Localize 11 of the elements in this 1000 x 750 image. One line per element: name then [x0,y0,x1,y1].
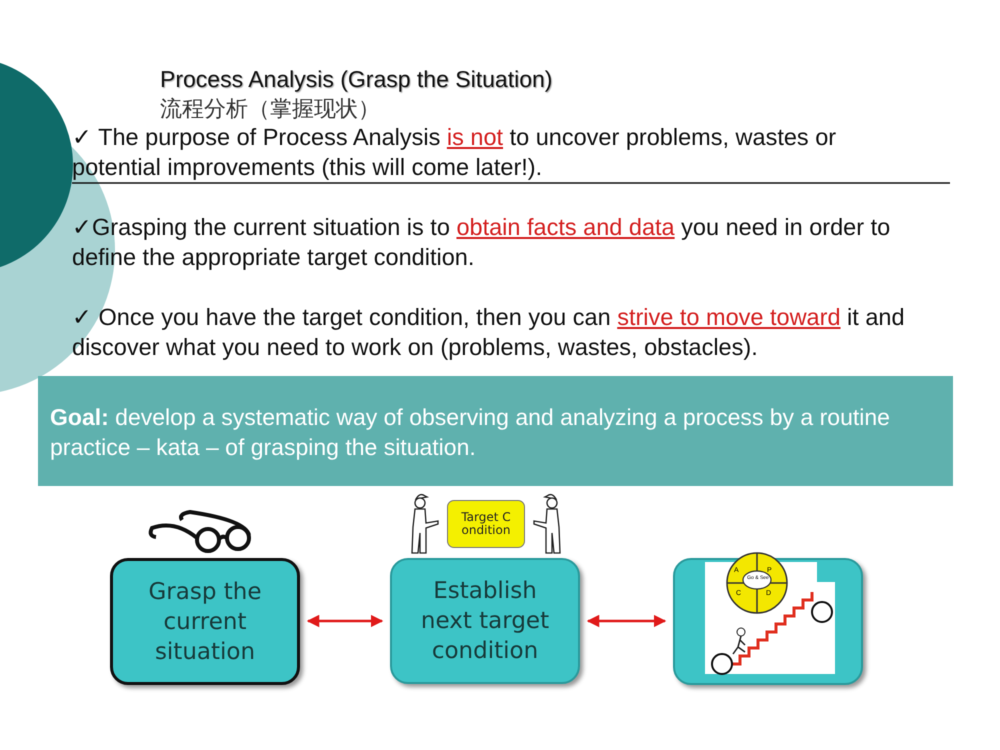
step-box: Grasp the current situation [110,558,300,685]
goal-banner: Goal: develop a systematic way of observing and analyzing a process by a routine practice – kata – of grasping the situation. [38,376,953,486]
double-arrow [586,614,666,628]
double-arrow [306,614,384,628]
bullet-text: ✓Grasping the current situation is to obtain facts and data you need in order to define the appropriate target condition. [72,213,892,272]
step-box: Establish next target condition [390,558,580,684]
bullet-text: ✓ Once you have the target condition, then you can strive to move toward it and discover what you need to work on (problems, wastes, obstacles). [72,303,906,362]
subtitle: 流程分析（掌握现状） [160,96,380,124]
target-condition-card: Target Condition [447,500,525,548]
title: Process Analysis (Grasp the Situation) [160,66,552,93]
bullet-text: ✓ The purpose of Process Analysis is not to uncover problems, wastes or potential improvements (this will come later!). [72,123,838,182]
